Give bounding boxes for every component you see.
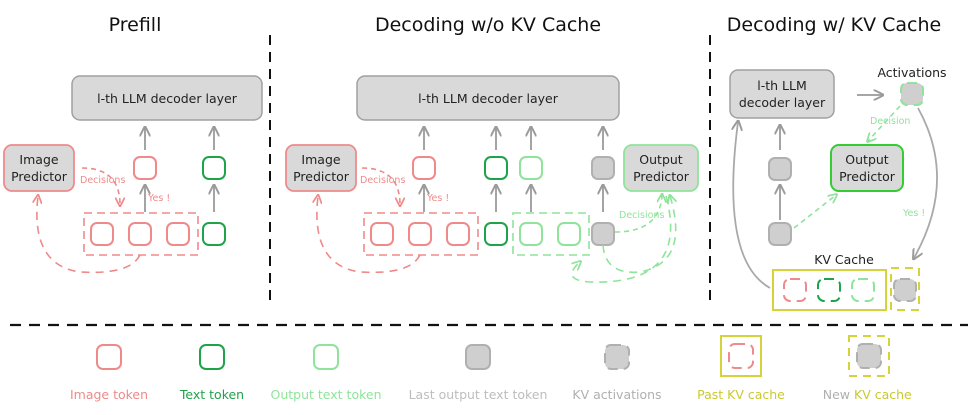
legend-swatch-new-kv-cache xyxy=(856,343,882,369)
decisions-arrow xyxy=(614,195,662,233)
decisions-label: Decisions xyxy=(80,175,125,186)
image-token xyxy=(408,222,432,246)
image-predictor-box xyxy=(285,144,357,192)
legend-swatch-past-kv-cache-outline xyxy=(720,335,762,377)
image-predictor-label-1: Image xyxy=(301,152,340,167)
image-token xyxy=(90,222,114,246)
last-output-text-token xyxy=(768,222,792,246)
decoder-layer-label: l-th LLM decoder layer xyxy=(97,91,238,106)
image-token-group xyxy=(363,212,479,256)
output-feedback-arrow xyxy=(602,196,676,274)
yes-label: Yes ! xyxy=(902,208,925,219)
image-predictor-label-1: Image xyxy=(19,152,58,167)
decoder-layer-box xyxy=(71,75,263,121)
output-text-token xyxy=(557,222,581,246)
decisions-label: Decisions xyxy=(619,210,664,221)
image-token xyxy=(446,222,470,246)
output-return-arrow xyxy=(572,195,672,283)
decoder-layer-label: l-th LLM decoder layer xyxy=(418,91,559,106)
decisions-arrow xyxy=(361,167,400,205)
text-token xyxy=(484,222,508,246)
decision-label: Decision xyxy=(870,116,910,127)
new-kv-cache-box xyxy=(890,267,920,311)
token-to-predictor-arrow xyxy=(793,195,836,229)
kv-activation-token xyxy=(900,82,924,106)
decoder-layer-box xyxy=(356,75,620,121)
past-kv-cache-box xyxy=(772,269,887,311)
legend-swatch-past-kv-cache xyxy=(728,343,754,369)
prefill-section: l-th LLM decoder layer Image Predictor Y… xyxy=(3,75,263,274)
legend-swatch-kv-activations xyxy=(604,344,630,370)
output-predictor-label-1: Output xyxy=(639,152,683,167)
output-predictor-box xyxy=(623,144,699,192)
image-token xyxy=(412,156,436,180)
legend-swatch-last-output-text-token xyxy=(465,344,491,370)
decoder-layer-box xyxy=(729,69,835,119)
legend-label-output-text-token: Output text token xyxy=(271,387,382,402)
legend-label-new-kv-cache-rest: KV cache xyxy=(854,387,912,402)
legend-swatch-output-text-token xyxy=(313,344,339,370)
output-predictor-label-2: Predictor xyxy=(839,169,896,184)
output-text-token xyxy=(519,156,543,180)
new-kv-token xyxy=(893,278,917,302)
legend-label-image-token: Image token xyxy=(70,387,148,402)
legend: Image token Text token Output text token… xyxy=(70,335,912,402)
image-token xyxy=(166,222,190,246)
decoding-no-kv-section: l-th LLM decoder layer Image Predictor O… xyxy=(285,75,699,283)
legend-swatch-image-token xyxy=(96,344,122,370)
title-decoding-no-kv: Decoding w/o KV Cache xyxy=(375,14,601,36)
legend-label-last-output-text-token: Last output text token xyxy=(409,387,548,402)
output-predictor-label-2: Predictor xyxy=(633,169,690,184)
feedback-arrow xyxy=(317,196,421,274)
image-token xyxy=(128,222,152,246)
output-predictor-box xyxy=(830,144,904,192)
image-token xyxy=(370,222,394,246)
past-kv-image-token xyxy=(783,278,807,302)
activations-to-cache-arrow xyxy=(914,107,938,258)
title-decoding-kv: Decoding w/ KV Cache xyxy=(727,14,941,36)
feedback-arrow xyxy=(37,196,141,274)
decoder-layer-label-1: l-th LLM xyxy=(757,78,807,93)
text-token xyxy=(484,156,508,180)
decision-arrow xyxy=(868,105,901,141)
legend-label-past-kv-cache: Past KV cache xyxy=(697,387,785,402)
output-predictor-label-1: Output xyxy=(845,152,889,167)
yes-label: Yes ! xyxy=(426,193,449,204)
decisions-label: Decisions xyxy=(360,175,405,186)
output-token-group xyxy=(512,212,590,256)
image-predictor-label-2: Predictor xyxy=(11,169,68,184)
past-kv-output-token xyxy=(851,278,875,302)
text-token xyxy=(202,156,226,180)
last-output-text-token xyxy=(591,222,615,246)
legend-label-kv-activations: KV activations xyxy=(572,387,661,402)
decisions-arrow xyxy=(81,167,120,205)
last-output-text-token xyxy=(768,157,792,181)
past-kv-text-token xyxy=(817,278,841,302)
decoder-layer-label-2: decoder layer xyxy=(739,95,826,110)
legend-label-text-token: Text token xyxy=(179,387,244,402)
legend-label-new-kv-cache-new: New xyxy=(823,387,850,402)
legend-swatch-new-kv-cache-outline xyxy=(848,335,890,377)
decoding-kv-section: l-th LLM decoder layer Activations Decis… xyxy=(729,65,947,311)
image-token xyxy=(133,156,157,180)
image-predictor-label-2: Predictor xyxy=(293,169,350,184)
text-token xyxy=(202,222,226,246)
legend-swatch-text-token xyxy=(199,344,225,370)
image-predictor-box xyxy=(3,144,75,192)
last-output-text-token xyxy=(591,156,615,180)
yes-label: Yes ! xyxy=(147,193,170,204)
image-token-group xyxy=(83,212,199,256)
kv-cache-label: KV Cache xyxy=(814,252,874,267)
activations-label: Activations xyxy=(877,65,946,80)
output-text-token xyxy=(519,222,543,246)
cache-to-decoder-arrow xyxy=(733,122,771,289)
title-prefill: Prefill xyxy=(109,14,162,36)
